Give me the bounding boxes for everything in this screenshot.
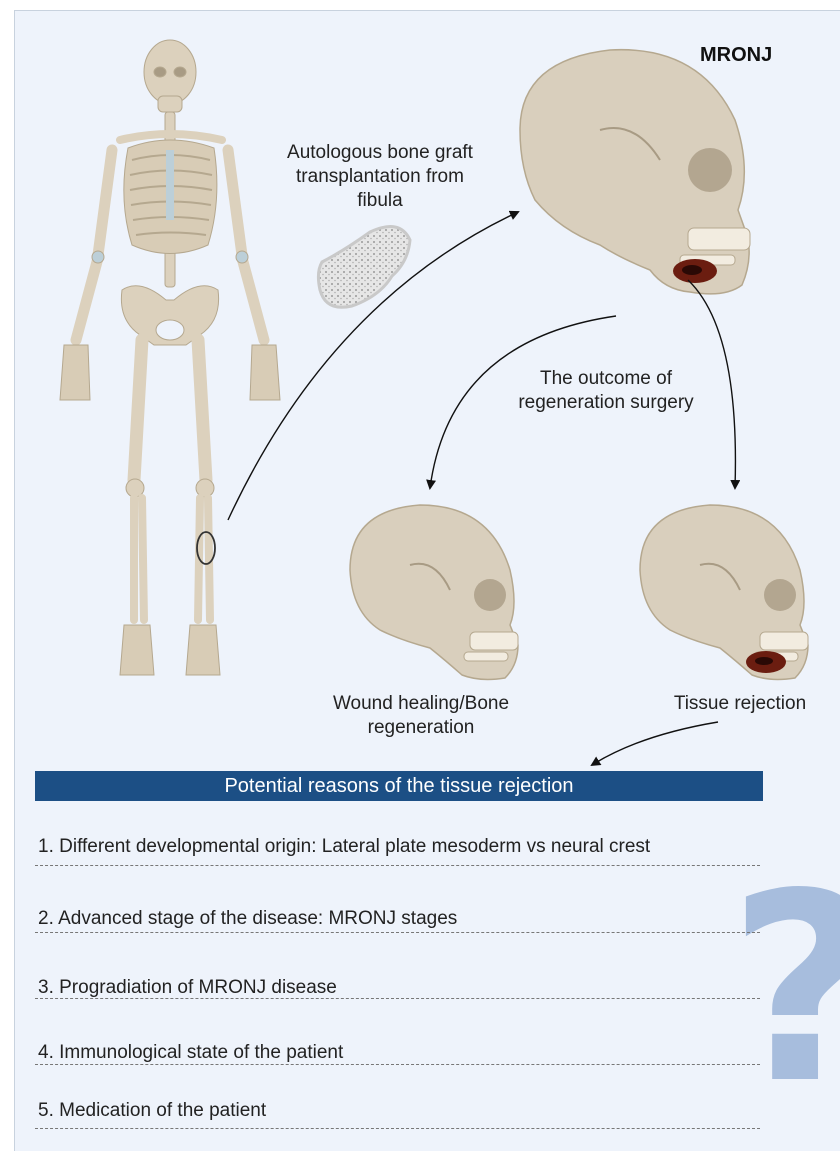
reason-item: 2. Advanced stage of the disease: MRONJ … — [38, 907, 457, 931]
graft-label: Autologous bone graft transplantation fr… — [262, 141, 498, 213]
rejection-label: Tissue rejection — [650, 692, 830, 716]
healing-label-line: regeneration — [296, 716, 546, 740]
divider — [35, 932, 760, 933]
skull-icon-rejected — [640, 505, 808, 679]
outcome-label-line: regeneration surgery — [492, 391, 720, 415]
healing-label: Wound healing/Bone regeneration — [296, 692, 546, 740]
divider — [35, 865, 760, 866]
reason-item: 4. Immunological state of the patient — [38, 1041, 343, 1065]
skull-icon-healed — [350, 505, 518, 679]
bone-graft-icon — [318, 227, 410, 308]
reasons-arrow — [592, 722, 718, 765]
divider — [35, 1128, 760, 1129]
divider — [35, 1064, 760, 1065]
reason-item: 1. Different developmental origin: Later… — [38, 835, 650, 859]
skeleton-icon — [60, 40, 280, 675]
reasons-banner: Potential reasons of the tissue rejectio… — [35, 771, 763, 801]
divider — [35, 998, 760, 999]
healing-label-line: Wound healing/Bone — [296, 692, 546, 716]
mronj-title: MRONJ — [700, 44, 772, 67]
graft-label-line: transplantation from — [262, 165, 498, 189]
outcome-label-line: The outcome of — [492, 367, 720, 391]
flow-arrows — [228, 212, 735, 765]
reason-item: 3. Progradiation of MRONJ disease — [38, 976, 337, 1000]
skull-icon-mronj — [520, 50, 750, 294]
reason-item: 5. Medication of the patient — [38, 1099, 266, 1123]
graft-label-line: Autologous bone graft — [262, 141, 498, 165]
graft-label-line: fibula — [262, 189, 498, 213]
outcome-label: The outcome of regeneration surgery — [492, 367, 720, 415]
